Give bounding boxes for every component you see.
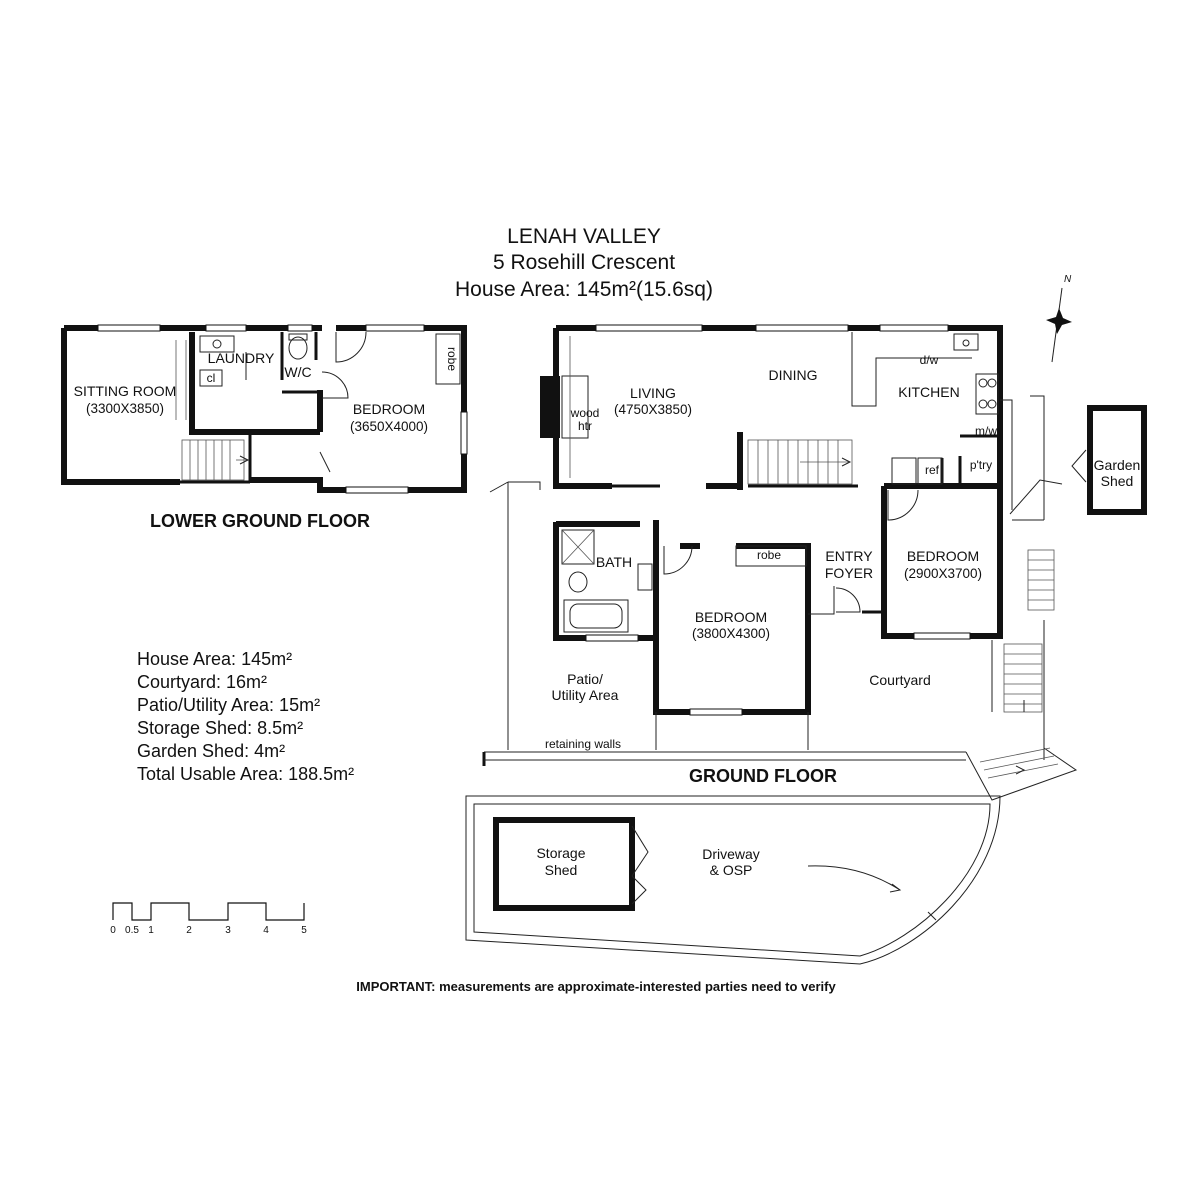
scale-bar: 0 0.5 1 2 3 4 5 [110,902,307,936]
suburb-title: LENAH VALLEY [507,225,661,248]
bath-label: BATH [596,554,632,570]
bedroom-2-name: BEDROOM [907,548,979,564]
bedroom-main-name: BEDROOM [695,609,767,625]
lower-sitting-room-name: SITTING ROOM [74,383,177,399]
storage-shed-line1: Storage [536,845,585,861]
scale-label-2: 2 [186,925,192,936]
dining-label: DINING [769,367,818,383]
scale-label-5: 5 [301,925,307,936]
wood-heater-line2: htr [578,419,592,433]
scale-label-3: 3 [225,925,231,936]
scale-label-1: 1 [148,925,154,936]
entry-line2: FOYER [825,565,873,581]
driveway-line2: & OSP [710,862,753,878]
retaining-walls-label: retaining walls [545,737,621,751]
storage-shed-line2: Shed [545,862,578,878]
lower-bedroom-dims: (3650X4000) [350,419,428,434]
north-label: N [1064,274,1072,285]
patio-line2: Utility Area [552,687,619,703]
lower-ground-floor-title: LOWER GROUND FLOOR [150,511,370,531]
area-line-house: House Area: 145m² [137,649,292,669]
area-line-storage-shed: Storage Shed: 8.5m² [137,718,303,738]
wood-heater-line1: wood [570,406,600,420]
bedroom-main-dims: (3800X4300) [692,626,770,641]
lower-sitting-room-dims: (3300X3850) [86,401,164,416]
entry-line1: ENTRY [825,548,873,564]
garden-shed-line1: Garden [1094,457,1141,473]
scale-label-4: 4 [263,925,269,936]
pantry-label: p'try [970,458,992,472]
area-line-courtyard: Courtyard: 16m² [137,672,267,692]
bedroom-2-dims: (2900X3700) [904,566,982,581]
driveway-line1: Driveway [702,846,760,862]
header: LENAH VALLEY 5 Rosehill Crescent House A… [455,225,713,301]
ref-label: ref [925,463,940,477]
area-line-patio: Patio/Utility Area: 15m² [137,695,320,715]
lower-robe-label: robe [445,347,459,371]
north-arrow-icon: N [1046,274,1072,363]
ground-floor-title: GROUND FLOOR [689,766,837,786]
microwave-label: m/w [975,424,997,438]
lower-cl-label: cl [207,371,216,385]
lower-wc-label: W/C [284,364,311,380]
disclaimer: IMPORTANT: measurements are approximate-… [356,979,836,994]
ground-robe-label: robe [757,548,781,562]
lower-laundry-label: LAUNDRY [208,350,275,366]
scale-label-0-5: 0.5 [125,925,139,936]
living-dims: (4750X3850) [614,402,692,417]
house-area-title: House Area: 145m²(15.6sq) [455,278,713,301]
courtyard-label: Courtyard [869,672,930,688]
garden-shed-line2: Shed [1101,473,1134,489]
area-summary: House Area: 145m² Courtyard: 16m² Patio/… [137,649,354,784]
area-line-total: Total Usable Area: 188.5m² [137,764,354,784]
patio-line1: Patio/ [567,671,603,687]
area-line-garden-shed: Garden Shed: 4m² [137,741,285,761]
dishwasher-label: d/w [920,353,939,367]
scale-label-0: 0 [110,925,116,936]
lower-bedroom-name: BEDROOM [353,401,425,417]
lower-ground-floor-plan: cl robe SITTING ROOM (3300X3850) LAUNDRY [61,324,468,531]
ground-floor-plan: robe [465,324,1147,965]
address-title: 5 Rosehill Crescent [493,251,675,274]
living-name: LIVING [630,385,676,401]
kitchen-label: KITCHEN [898,384,959,400]
